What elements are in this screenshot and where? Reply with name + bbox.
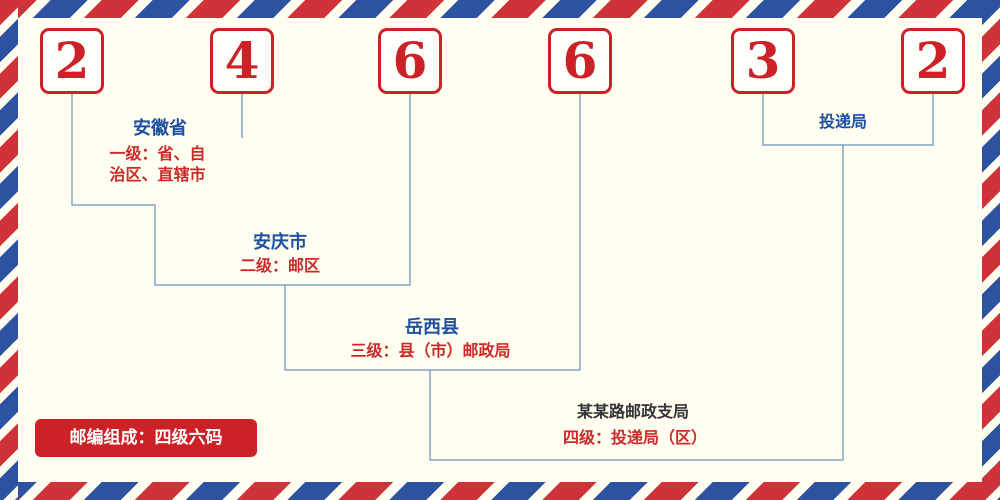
- postal-digit-6: 2: [915, 31, 951, 90]
- level-1-desc-line-1: 一级：省、自: [109, 146, 206, 163]
- level-2-name: 安庆市: [253, 232, 307, 252]
- level-2-desc: 二级：邮区: [239, 258, 320, 275]
- level-3-desc: 三级：县（市）邮政局: [350, 343, 511, 360]
- delivery-office-label: 投递局: [818, 114, 867, 131]
- postal-digit-1: 2: [54, 31, 90, 90]
- postal-digit-box-6: 2: [901, 28, 965, 94]
- level-4-desc: 四级：投递局（区）: [562, 430, 707, 447]
- airmail-stripe-right: [982, 0, 1000, 500]
- airmail-stripe-top: [0, 0, 1000, 18]
- level-3-name: 岳西县: [405, 317, 459, 337]
- composition-badge: 邮编组成：四级六码: [35, 419, 257, 457]
- postal-digit-3: 6: [392, 31, 428, 90]
- level-1-desc: 一级：省、自 治区、直辖市: [75, 144, 240, 186]
- level-1-desc-line-2: 治区、直辖市: [109, 167, 206, 184]
- airmail-stripe-left: [0, 0, 18, 500]
- level-1-name: 安徽省: [133, 118, 187, 138]
- level-4-name: 某某路邮政支局: [576, 404, 689, 421]
- postal-digit-box-5: 3: [731, 28, 795, 94]
- airmail-stripe-bottom: [0, 482, 1000, 500]
- postal-digit-box-3: 6: [378, 28, 442, 94]
- postal-digit-5: 3: [745, 31, 781, 90]
- postal-digit-box-2: 4: [210, 28, 274, 94]
- postal-digit-2: 4: [224, 31, 260, 90]
- postal-digit-4: 6: [562, 31, 598, 90]
- postal-digit-box-4: 6: [548, 28, 612, 94]
- postal-digit-box-1: 2: [40, 28, 104, 94]
